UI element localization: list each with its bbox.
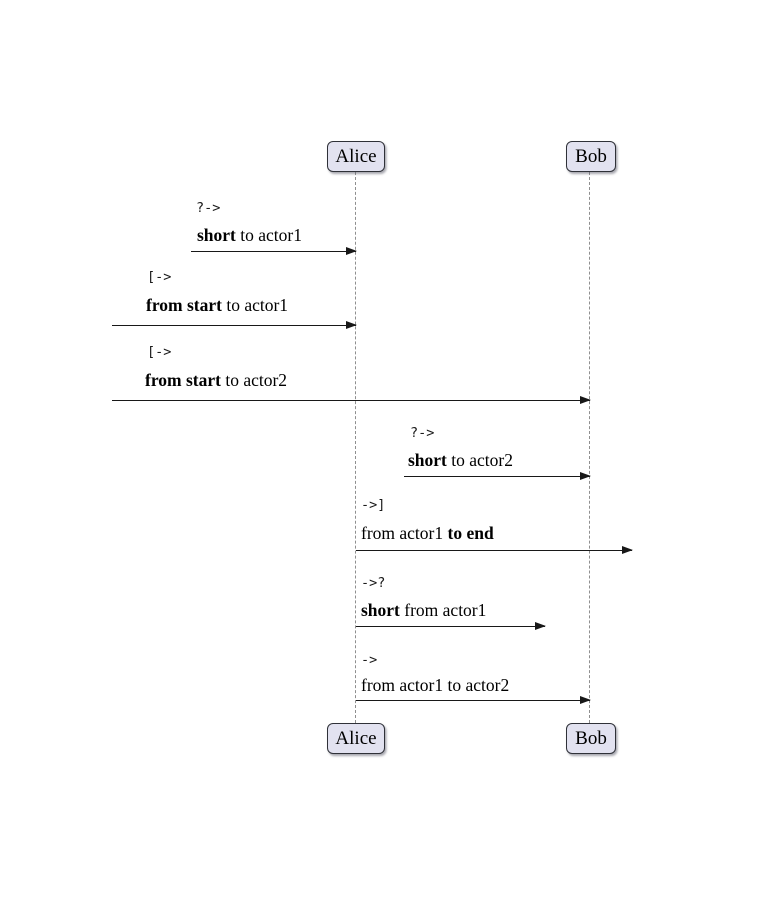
actor-box-bob-bottom: Bob [566,723,616,754]
lifeline-bob [589,172,590,723]
actor-box-bob-top: Bob [566,141,616,172]
message-arrow [191,247,357,256]
message-text: short from actor1 [361,600,487,620]
message-arrow [356,546,633,555]
message-arrow [404,472,591,481]
message-code: [-> [147,344,172,360]
lifeline-alice [355,172,356,723]
message-code: [-> [147,269,172,285]
message-text: from start to actor1 [146,295,289,315]
actor-box-alice-bottom: Alice [327,723,385,754]
message-code: ?-> [196,200,221,216]
message-text: from actor1 to actor2 [361,675,510,695]
message-arrow [356,622,546,631]
actor-label-alice: Alice [335,145,377,167]
message-text: short to actor2 [408,450,513,470]
message-text: from start to actor2 [145,370,288,390]
message-code: -> [361,652,378,668]
message-text: from actor1 to end [361,523,494,543]
actor-label-bob: Bob [575,727,607,749]
message-text: short to actor1 [197,225,302,245]
message-arrow [356,696,591,705]
message-code: ->? [361,575,386,591]
message-code: ?-> [410,425,435,441]
message-arrow [112,321,357,330]
message-arrow [112,396,591,405]
actor-label-alice: Alice [335,727,377,749]
message-code: ->] [361,497,386,513]
actor-box-alice-top: Alice [327,141,385,172]
actor-label-bob: Bob [575,145,607,167]
